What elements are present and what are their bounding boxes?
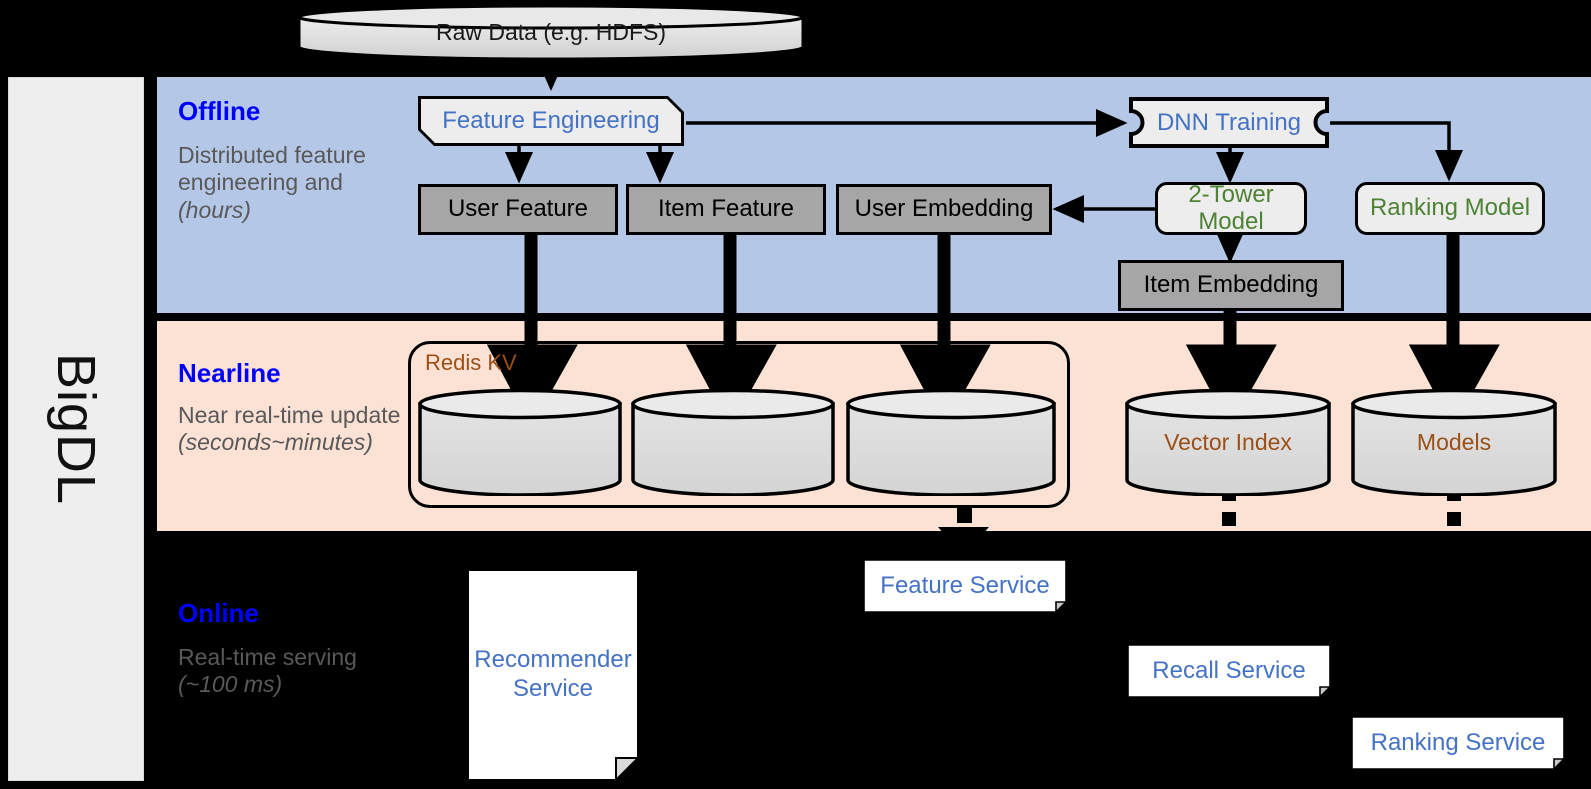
models-label: Models [1416,428,1492,455]
store-user-embedding-label [845,388,1057,496]
item-feature-node[interactable]: Item Feature [626,184,826,235]
redis-kv-container [408,341,1070,508]
recommender-service-node[interactable]: Recommender Service [468,570,638,780]
recommender-service-label: Recommender Service [474,646,632,702]
ranking-model-label: Ranking Model [1369,194,1531,222]
store-user-embedding[interactable] [845,388,1057,496]
user-embedding-label: User Embedding [854,195,1034,223]
recall-service-node[interactable]: Recall Service [1128,645,1330,697]
dnn-training-label: DNN Training [1156,108,1302,136]
store-user-feature-label [417,388,623,496]
raw-data-label: Raw Data (e.g. HDFS) [435,18,667,45]
two-tower-model-label: 2-Tower Model [1188,180,1274,235]
feature-engineering-node[interactable]: Feature Engineering [418,96,684,146]
feature-service-node[interactable]: Feature Service [864,560,1066,612]
item-embedding-label: Item Embedding [1143,271,1319,299]
online-title: Online [178,598,259,628]
store-item-feature[interactable] [630,388,836,496]
offline-description: Distributed feature engineering and (hou… [178,142,366,223]
two-tower-model-node[interactable]: 2-Tower Model [1155,180,1307,235]
ranking-service-label: Ranking Service [1370,728,1546,756]
user-embedding-node[interactable]: User Embedding [836,184,1052,235]
user-feature-label: User Feature [447,195,589,223]
item-feature-label: Item Feature [657,195,795,223]
ranking-model-node[interactable]: Ranking Model [1355,182,1545,235]
models-store[interactable]: Models [1350,388,1558,496]
vector-index-store[interactable]: Vector Index [1124,388,1332,496]
bigdl-framework-rail: BigDL [8,77,144,781]
offline-title: Offline [178,96,261,126]
bigdl-label: BigDL [46,352,107,506]
raw-data-source[interactable]: Raw Data (e.g. HDFS) [296,4,806,60]
recall-service-label: Recall Service [1152,656,1306,684]
store-item-feature-label [630,388,836,496]
online-description: Real-time serving (~100 ms) [178,644,357,698]
ranking-service-node[interactable]: Ranking Service [1352,717,1564,769]
feature-service-label: Feature Service [880,571,1050,599]
store-user-feature[interactable] [417,388,623,496]
dnn-training-node[interactable]: DNN Training [1128,96,1330,149]
nearline-description: Near real-time update (seconds~minutes) [178,402,401,456]
item-embedding-node[interactable]: Item Embedding [1118,260,1344,311]
feature-engineering-label: Feature Engineering [421,99,681,143]
redis-kv-label: Redis KV [425,350,517,375]
user-feature-node[interactable]: User Feature [418,184,618,235]
vector-index-label: Vector Index [1164,428,1292,455]
nearline-title: Nearline [178,358,281,388]
